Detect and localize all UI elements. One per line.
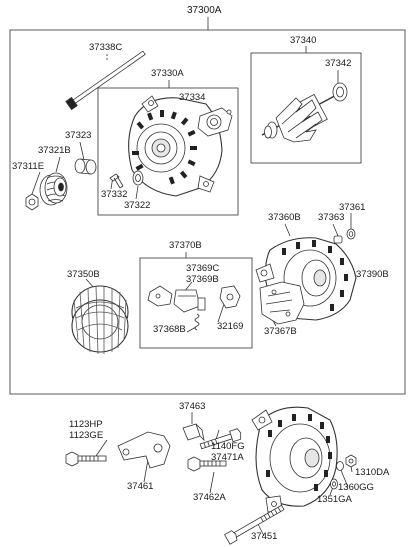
label-37334[interactable]: 37334 [179,92,206,103]
rotor-bearing [332,82,348,102]
label-37360b[interactable]: 37360B [268,212,301,223]
alternator-assembly [251,406,338,513]
small-screw [109,173,124,189]
bearing-plate [197,107,233,137]
rear-bracket-subframe [97,87,239,216]
long-bolt-37451 [224,504,285,545]
stator [71,285,129,355]
washer [132,170,144,186]
label-37367b[interactable]: 37367B [264,326,297,337]
mounting-bolt-1123hp [65,451,107,467]
label-37311e[interactable]: 37311E [12,161,45,172]
pulley [39,172,68,206]
label-1140fg[interactable]: 1140FG [211,441,245,452]
label-37390b[interactable]: 37390B [356,269,389,280]
brush-37369b [197,297,206,311]
label-37368b[interactable]: 37368B [153,324,186,335]
bolt-37462a [187,456,227,472]
label-37461[interactable]: 37461 [127,481,154,492]
label-37451[interactable]: 37451 [251,531,278,542]
bracket-32169 [219,285,241,309]
label-1123ge[interactable]: 1123GE [69,430,104,441]
label-1360gg[interactable]: 1360GG [338,482,374,493]
label-37340[interactable]: 37340 [290,35,317,46]
label-37321b[interactable]: 37321B [38,145,71,156]
pulley-nut [25,193,39,211]
label-37462a[interactable]: 37462A [193,492,226,503]
label-1310da[interactable]: 1310DA [355,467,390,478]
washer-1360gg [336,461,344,471]
label-37471a[interactable]: 37471A [211,452,244,463]
rectifier-part [259,281,305,325]
assembly-frame [9,29,406,395]
label-1123hp[interactable]: 1123HP [69,419,103,430]
label-37369c[interactable]: 37369C [186,263,220,274]
label-37363[interactable]: 37363 [318,212,345,223]
brush-spring [194,313,200,331]
label-37463[interactable]: 37463 [179,401,206,412]
rotor [261,85,346,143]
label-37323[interactable]: 37323 [65,130,92,141]
label-37369b[interactable]: 37369B [186,274,219,285]
washer-1351ga [330,478,338,490]
label-32169[interactable]: 32169 [217,321,244,332]
bolt-37471a [199,428,242,450]
label-37338c[interactable]: 37338C [89,42,123,53]
label-37350b[interactable]: 37350B [67,269,100,280]
label-37322[interactable]: 37322 [124,200,151,211]
through-bolt [65,50,146,111]
label-37342[interactable]: 37342 [325,58,352,69]
label-37330a[interactable]: 37330A [151,68,184,79]
terminal-nut-1310da [345,454,357,468]
label-1351ga[interactable]: 1351GA [317,494,352,505]
label-37370b[interactable]: 37370B [169,240,202,251]
cap-37361 [346,228,356,240]
spacer [74,158,97,175]
spacer-block [182,423,205,442]
label-37332[interactable]: 37332 [101,189,128,200]
adjusting-bracket [117,431,171,469]
cap-37363 [333,235,343,244]
brush-holder [147,285,201,313]
label-assembly[interactable]: 37300A [187,5,222,16]
regulator-subframe [139,257,253,349]
label-37361[interactable]: 37361 [339,202,366,213]
